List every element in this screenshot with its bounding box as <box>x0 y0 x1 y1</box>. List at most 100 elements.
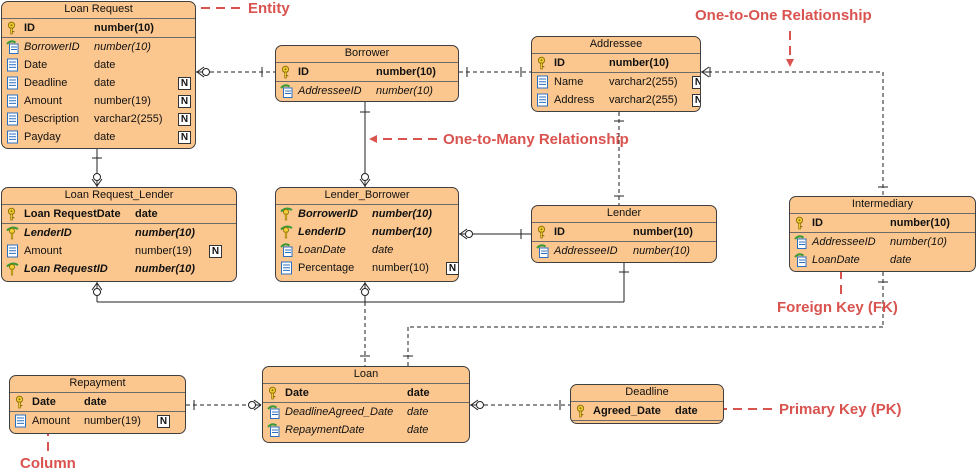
column-type: date <box>94 77 116 89</box>
optional-marker <box>361 173 369 181</box>
entity-title: Loan <box>263 367 469 384</box>
relationship-connectors <box>91 66 888 411</box>
key-icon <box>269 386 276 400</box>
column-type: varchar2(255) <box>94 113 163 125</box>
column-icon <box>7 76 18 90</box>
column-row[interactable]: Date date <box>263 384 469 403</box>
column-name: Date <box>24 59 48 71</box>
annotation-primary-key: Primary Key (PK) <box>779 401 902 418</box>
optional-marker <box>93 288 101 296</box>
column-row[interactable]: LoanDate date <box>276 241 458 259</box>
column-name: Date <box>32 396 56 408</box>
annotation-one-to-many: One-to-Many Relationship <box>443 131 629 148</box>
column-name: LenderID <box>24 227 72 239</box>
key-icon <box>796 216 803 230</box>
entity-title: Deadline <box>571 385 723 402</box>
column-type: number(10) <box>609 57 669 69</box>
column-name: ID <box>554 57 565 69</box>
foreign-key-icon <box>280 243 293 257</box>
column-name: ID <box>24 22 35 34</box>
nullable-icon: N <box>157 415 170 428</box>
many-marker <box>701 66 710 78</box>
annotation-entity: Entity <box>248 0 290 17</box>
column-row[interactable]: Address varchar2(255) N <box>532 91 700 109</box>
column-type: number(10) <box>135 263 195 275</box>
column-row[interactable]: Date date <box>2 56 195 74</box>
primary-foreign-key-icon <box>280 225 293 239</box>
entity-title: Loan Request_Lender <box>2 188 236 205</box>
foreign-key-icon <box>794 253 807 267</box>
column-row[interactable]: Name varchar2(255) N <box>532 73 700 91</box>
column-name: Name <box>554 76 584 88</box>
column-name: ID <box>298 66 309 78</box>
column-name: Amount <box>32 415 70 427</box>
column-name: Address <box>554 94 595 106</box>
column-name: BorrowerID <box>298 208 358 220</box>
column-name: BorrowerID <box>24 41 80 53</box>
column-row[interactable]: Loan RequestID number(10) <box>2 260 236 278</box>
column-type: date <box>94 59 116 71</box>
primary-foreign-key-icon <box>6 226 19 240</box>
nullable-icon: N <box>692 94 700 107</box>
column-type: varchar2(255) <box>609 94 678 106</box>
optional-marker <box>93 173 101 181</box>
column-name: Payday <box>24 131 61 143</box>
column-name: Loan RequestID <box>24 263 108 275</box>
nullable-icon: N <box>692 76 700 89</box>
entity-addressee[interactable]: Addressee IDnumber(10)Namevarchar2(255)N… <box>531 36 701 112</box>
column-name: LenderID <box>298 226 346 238</box>
nullable-icon: N <box>178 131 191 144</box>
column-type: date <box>407 387 430 399</box>
column-type: date <box>372 244 394 256</box>
column-row[interactable]: Amount number(19) N <box>10 412 185 430</box>
column-name: DeadlineAgreed_Date <box>285 406 394 418</box>
column-name: LoanDate <box>298 244 346 256</box>
column-row[interactable]: ID number(10) <box>276 63 458 82</box>
column-type: number(19) <box>135 245 192 257</box>
column-row[interactable]: ID number(10) <box>532 54 700 73</box>
key-icon <box>8 207 15 221</box>
column-name: Deadline <box>24 77 68 89</box>
column-type: number(10) <box>376 66 436 78</box>
column-name: Date <box>285 387 309 399</box>
column-type: number(19) <box>84 415 141 427</box>
column-type: number(10) <box>372 262 429 274</box>
key-icon <box>538 225 545 239</box>
column-name: AddresseeID <box>812 236 876 248</box>
column-type: varchar2(255) <box>609 76 678 88</box>
column-icon <box>7 94 18 108</box>
column-name: Percentage <box>298 262 355 274</box>
optional-marker <box>465 230 473 238</box>
